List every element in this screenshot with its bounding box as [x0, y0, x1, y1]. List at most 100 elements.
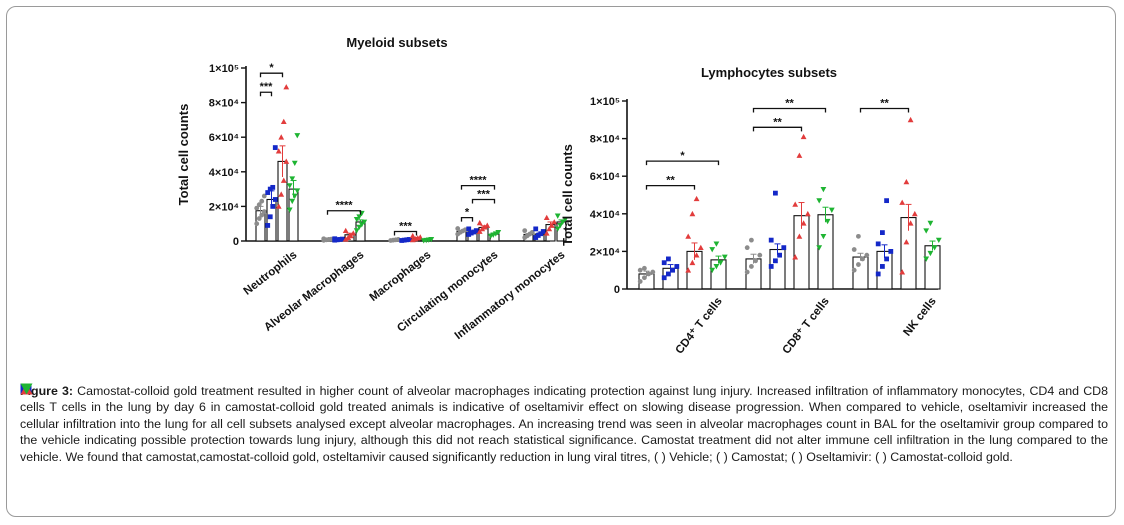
lymph-data-point [864, 252, 870, 258]
lymph-data-point [768, 237, 774, 243]
lymph-significance-label: ** [773, 116, 782, 128]
caption-gold: ) Camostat-colloid gold. [882, 449, 1013, 464]
caption-oseltamivir: ) Oseltamivir: ( [798, 449, 883, 464]
myeloid-data-point [294, 188, 301, 194]
lymph-data-point [903, 239, 910, 245]
myeloid-data-point [548, 222, 555, 228]
myeloid-data-point [261, 209, 267, 214]
myeloid-data-point [466, 226, 472, 232]
lymph-data-point [856, 262, 861, 267]
myeloid-significance-label: *** [260, 81, 274, 93]
lymph-data-point [899, 199, 906, 205]
myeloid-category-label: Inflammatory monocytes [453, 249, 568, 342]
myeloid-data-point [471, 229, 477, 235]
myeloid-data-point [353, 216, 360, 223]
lymph-data-point [903, 178, 910, 185]
myeloid-data-point [321, 236, 327, 242]
myeloid-data-point [280, 177, 287, 183]
lymph-data-point [792, 201, 799, 207]
lymph-data-point [637, 267, 643, 273]
lymph-significance-label: ** [785, 98, 794, 110]
myeloid-data-point [559, 219, 566, 225]
myeloid-data-point [286, 183, 293, 189]
lymph-data-point [646, 271, 651, 277]
myeloid-data-point [543, 214, 550, 221]
lymph-data-point [935, 237, 942, 244]
myeloid-data-point [267, 186, 273, 192]
lymph-data-point [666, 271, 671, 277]
lymph-data-point [637, 279, 643, 284]
lymph-bar [817, 214, 834, 290]
myeloid-data-point [476, 219, 483, 226]
lymph-y-tick-label: 0 [614, 284, 620, 296]
lymph-data-point [816, 245, 823, 251]
lymph-data-point [674, 264, 680, 269]
lymph-data-point [773, 190, 778, 196]
gold-down-triangle-icon [20, 383, 33, 395]
lymph-data-point [884, 256, 889, 262]
lymph-data-point [800, 133, 807, 140]
myeloid-data-point [342, 236, 349, 242]
myeloid-data-point [278, 191, 285, 197]
myeloid-data-point [283, 158, 290, 164]
lymph-data-point [721, 254, 728, 260]
myeloid-data-point [337, 237, 343, 242]
myeloid-data-point [356, 214, 363, 220]
myeloid-data-point [495, 229, 502, 236]
myeloid-significance-bracket [460, 184, 496, 190]
myeloid-data-point [428, 237, 435, 243]
lymph-data-point [661, 260, 667, 266]
myeloid-data-point [342, 227, 349, 234]
myeloid-data-point [557, 223, 564, 229]
myeloid-data-point [265, 223, 271, 228]
lymph-data-point [685, 233, 692, 239]
myeloid-data-point [358, 222, 365, 228]
myeloid-data-point [291, 160, 298, 167]
lymph-data-point [907, 220, 914, 226]
myeloid-data-point [554, 213, 561, 219]
lymph-data-point [851, 247, 857, 252]
lymph-data-point [880, 230, 885, 235]
lymph-data-point [709, 247, 716, 253]
lymph-data-point [828, 207, 835, 213]
lymph-data-point [875, 241, 881, 247]
myeloid-significance-bracket [259, 91, 273, 97]
lymph-data-point [713, 264, 720, 270]
lymph-data-point [709, 267, 716, 274]
myeloid-significance-bracket [326, 210, 362, 215]
myeloid-data-point [345, 234, 352, 240]
myeloid-data-point [479, 225, 486, 232]
lymph-data-point [685, 267, 692, 273]
lymph-data-point [820, 233, 827, 240]
lymph-data-point [768, 264, 774, 269]
myeloid-data-point [275, 203, 282, 209]
lymph-category-label: NK cells [901, 295, 938, 338]
figure-caption: Figure 3: Camostat-colloid gold treatmen… [20, 383, 1108, 465]
myeloid-data-point [409, 232, 416, 239]
lymph-data-point [717, 260, 724, 266]
myeloid-data-point [538, 231, 544, 237]
myeloid-data-point [289, 176, 296, 182]
lymph-data-point [650, 269, 656, 275]
myeloid-data-point [283, 84, 290, 90]
myeloid-data-point [562, 216, 569, 223]
myeloid-data-point [350, 230, 357, 236]
myeloid-data-point [466, 232, 472, 237]
myeloid-data-point [272, 197, 278, 202]
myeloid-data-point [267, 214, 273, 220]
myeloid-significance-label: **** [335, 200, 353, 212]
lymph-y-tick-label: 1×10⁵ [590, 96, 620, 108]
lymph-data-point [792, 254, 799, 260]
myeloid-significance-bracket [471, 198, 496, 204]
lymph-significance-label: ** [666, 175, 675, 187]
lymph-bar [852, 256, 869, 290]
myeloid-data-point [353, 228, 360, 234]
myeloid-data-point [339, 236, 345, 242]
lymph-data-point [804, 210, 811, 217]
lymph-data-point [693, 195, 700, 202]
myeloid-data-point [406, 237, 412, 242]
lymph-data-point [907, 116, 914, 123]
lymph-data-point [899, 269, 906, 275]
myeloid-data-point [272, 145, 278, 150]
